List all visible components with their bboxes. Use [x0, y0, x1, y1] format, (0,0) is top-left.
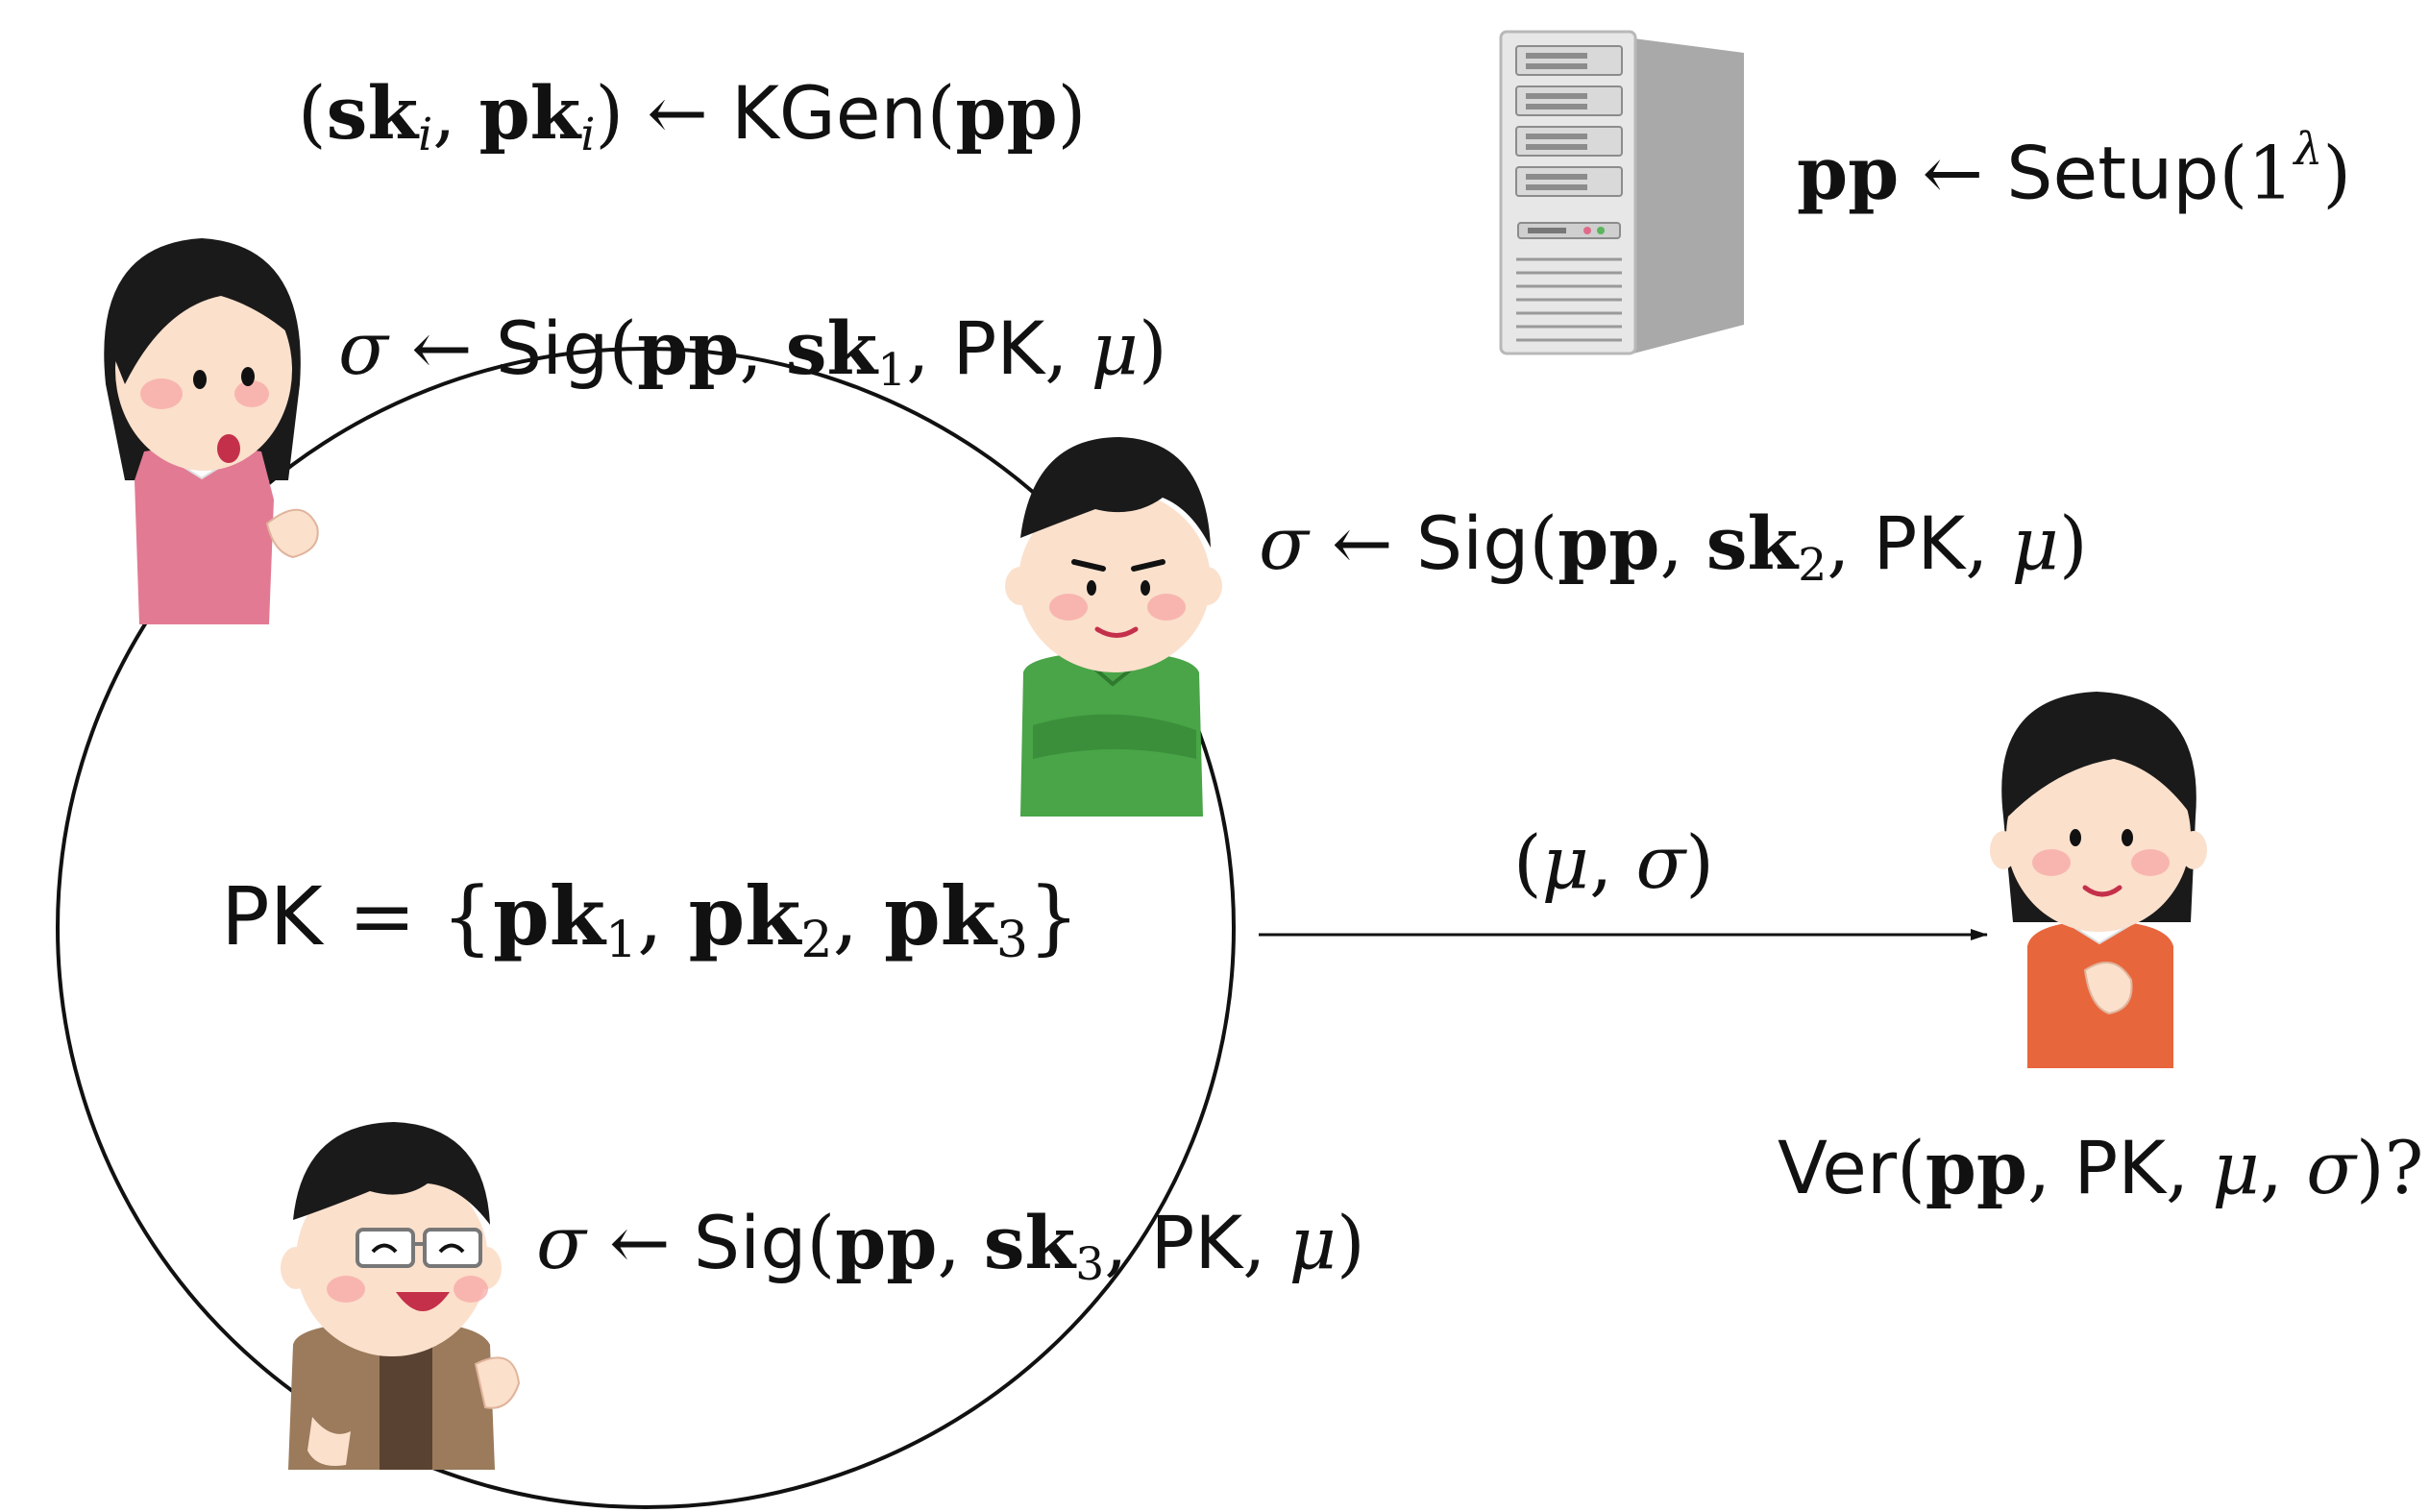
ring-circle: [56, 347, 1236, 1509]
signer-1-woman-icon: [104, 238, 319, 624]
setup-formula: pp ← Setup(1λ): [1797, 123, 2352, 216]
sig1-formula: σ ← Sig(pp, sk1, PK, μ): [338, 305, 1167, 397]
kgen-formula: (ski, pki) ← KGen(pp): [298, 70, 1087, 161]
verify-formula: Ver(pp, PK, μ, σ)?: [1778, 1125, 2424, 1210]
message-label: (μ, σ): [1513, 819, 1714, 905]
verifier-woman-icon: [1990, 692, 2207, 1068]
sig2-formula: σ ← Sig(pp, sk2, PK, μ): [1259, 500, 2088, 592]
sig3-formula: σ ← Sig(pp, sk3, PK, μ): [536, 1200, 1365, 1291]
server-icon: [1499, 30, 1744, 355]
signer-3-man-glasses-icon: [281, 1122, 521, 1470]
pk-set-formula: PK = {pk1, pk2, pk3}: [221, 868, 1080, 970]
signer-2-man-icon: [1005, 437, 1222, 817]
